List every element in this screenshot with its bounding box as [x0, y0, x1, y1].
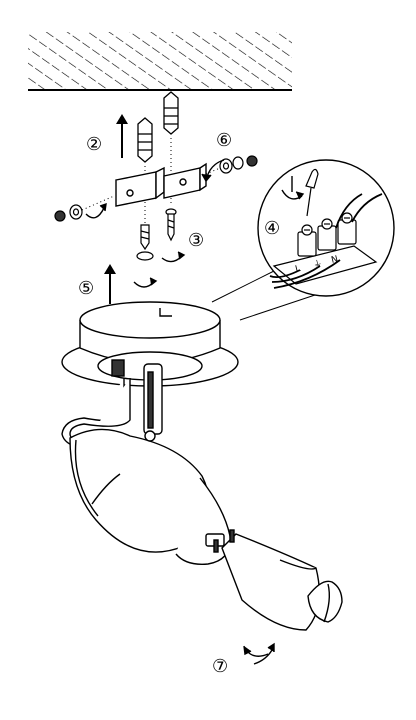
step-2-label: ② — [86, 134, 102, 155]
rotate-arrow-icon — [201, 159, 225, 183]
screw-icon — [54, 204, 83, 222]
step-5-label: ⑤ — [78, 278, 94, 299]
step-6-label: ⑥ — [216, 130, 232, 151]
reflector-cap-icon — [307, 580, 343, 623]
screw-icon — [136, 224, 154, 261]
mounting-bracket-icon — [115, 162, 207, 207]
step-4-label: ④ — [264, 218, 280, 239]
screw-icon — [219, 155, 258, 174]
terminal-letter-n: N — [330, 255, 339, 266]
ceiling-hatch-icon — [28, 32, 292, 91]
wall-plug-icon — [163, 91, 179, 135]
rotate-arrow-icon — [161, 251, 186, 263]
spot-lamp-icon — [61, 363, 231, 565]
up-arrow-icon — [116, 114, 128, 158]
rotate-arrow-icon — [85, 202, 107, 219]
terminal-letter-l: L — [294, 264, 301, 275]
screwdriver-icon — [305, 168, 319, 217]
step-3-label: ③ — [188, 230, 204, 251]
rotate-arrow-icon — [243, 642, 275, 665]
step-7-label: ⑦ — [212, 656, 228, 677]
rotate-arrow-icon — [281, 176, 305, 200]
wall-plug-icon — [137, 117, 153, 163]
terminal-block-icon — [257, 159, 395, 297]
screw-icon — [165, 208, 177, 242]
terminal-letter-earth: ⏚ — [312, 258, 323, 271]
up-arrow-icon — [104, 264, 116, 304]
rotate-arrow-icon — [133, 277, 158, 288]
gu10-bulb-icon — [205, 529, 321, 631]
ceiling-base-icon — [61, 301, 239, 387]
